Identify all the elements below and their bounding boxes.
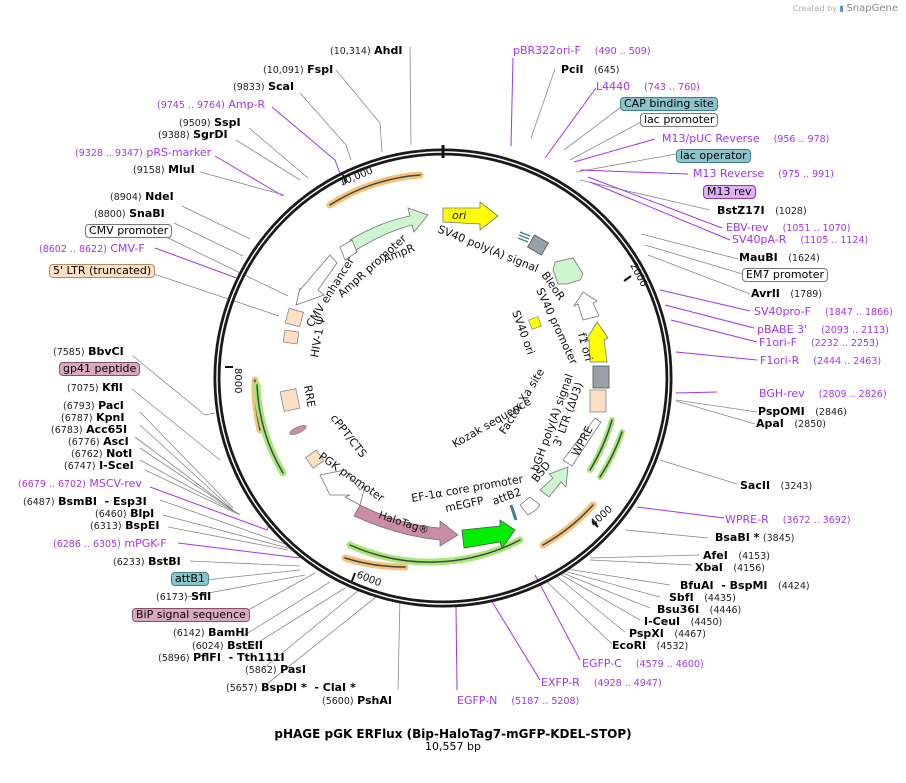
enzyme-label[interactable]: SacII (3243)	[740, 479, 813, 492]
enzyme-label[interactable]: (6024) BstEII	[192, 639, 263, 652]
enzyme-label[interactable]: (10,314) AhdI	[330, 44, 403, 57]
enzyme-label[interactable]: (6762) NotI	[71, 447, 133, 460]
primer-label[interactable]: pBR322ori-F (490 .. 509)	[513, 44, 651, 57]
plasmid-title: pHAGE pGK ERFlux (Bip-HaloTag7-mGFP-KDEL…	[274, 727, 632, 741]
enzyme-label[interactable]: (5896) PflFI - Tth111I	[158, 651, 285, 664]
enzyme-label[interactable]: (6233) BstBI	[113, 555, 181, 568]
primer-label[interactable]: (6679 .. 6702) MSCV-rev	[18, 477, 142, 490]
primer-label[interactable]: pBABE 3' (2093 .. 2113)	[757, 323, 889, 336]
primer-label[interactable]: BGH-rev (2809 .. 2826)	[759, 387, 887, 400]
enzyme-label[interactable]: PspXI (4467)	[629, 627, 706, 640]
enzyme-label[interactable]: (6487) BsmBI - Esp3I	[23, 495, 147, 508]
enzyme-label[interactable]: Bsu36I (4446)	[657, 603, 742, 616]
plasmid-length: 10,557 bp	[425, 740, 481, 753]
tick-8000: 8000	[232, 368, 243, 393]
enzyme-label[interactable]: (6747) I-SceI	[64, 459, 134, 472]
feature-cmv-promoter[interactable]: CMV promoter	[85, 224, 173, 238]
primer-label[interactable]: SV40pro-F (1847 .. 1866)	[754, 305, 893, 318]
feature-gp41-peptide[interactable]: gp41 peptide	[59, 362, 141, 376]
enzyme-label[interactable]: (8800) SnaBI	[94, 207, 165, 220]
credit-prefix: Created by	[792, 4, 837, 13]
enzyme-label[interactable]: (7585) BbvCI	[53, 345, 124, 358]
enzyme-label[interactable]: AvrII (1789)	[751, 287, 822, 300]
feature-lac-promoter[interactable]: lac promoter	[640, 113, 719, 127]
enzyme-label[interactable]: I-CeuI (4450)	[644, 615, 723, 628]
feature-lac-operator[interactable]: lac operator	[676, 149, 751, 163]
feature-cap-binding-site[interactable]: CAP binding site	[620, 97, 718, 111]
primer-label[interactable]: (9745 .. 9764) Amp-R	[157, 98, 266, 111]
primer-label[interactable]: M13 Reverse (975 .. 991)	[693, 167, 834, 180]
enzyme-label[interactable]: (9509) SspI	[179, 116, 241, 129]
enzyme-label[interactable]: (7075) KflI	[67, 381, 123, 394]
svg-text:SV40 poly(A) signal: SV40 poly(A) signal	[436, 223, 540, 275]
enzyme-label[interactable]: (9833) ScaI	[233, 80, 295, 93]
enzyme-label[interactable]: MauBI (1624)	[739, 251, 820, 264]
svg-text:cPPT/CTS: cPPT/CTS	[328, 412, 370, 460]
enzyme-label[interactable]: (6313) BspEI	[90, 519, 160, 532]
primer-label[interactable]: (9328 .. 9347) pRS-marker	[75, 146, 212, 159]
snapgene-credit: Created by ▮ SnapGene	[793, 3, 898, 14]
credit-brand: SnapGene	[846, 3, 898, 14]
primer-label[interactable]: WPRE-R (3672 .. 3692)	[725, 513, 851, 526]
feature-shapes	[279, 201, 610, 549]
primer-label[interactable]: EXFP-R (4928 .. 4947)	[541, 676, 662, 689]
enzyme-label[interactable]: BsaBI * (3845)	[715, 531, 795, 544]
primer-label[interactable]: EGFP-C (4579 .. 4600)	[582, 657, 704, 670]
enzyme-label[interactable]: (5600) PshAI	[322, 694, 392, 707]
svg-text:SV40 ori: SV40 ori	[509, 309, 537, 357]
enzyme-label[interactable]: (5862) PasI	[245, 663, 306, 676]
enzyme-label[interactable]: (6460) BlpI	[95, 507, 155, 520]
feature-em7-promoter[interactable]: EM7 promoter	[742, 268, 828, 282]
feature-5-ltr[interactable]: 5' LTR (truncated)	[49, 264, 156, 278]
primer-label[interactable]: EBV-rev (1051 .. 1070)	[726, 221, 851, 234]
enzyme-label[interactable]: PciI (645)	[561, 63, 620, 76]
enzyme-label[interactable]: (6793) PacI	[63, 399, 124, 412]
enzyme-label[interactable]: BstZ17I (1028)	[717, 204, 807, 217]
enzyme-label[interactable]: (9388) SgrDI	[158, 128, 228, 141]
feature-bip-signal-sequence[interactable]: BiP signal sequence	[132, 608, 250, 622]
feature-attb1[interactable]: attB1	[171, 572, 209, 586]
primer-label[interactable]: EGFP-N (5187 .. 5208)	[457, 694, 580, 707]
enzyme-label[interactable]: PspOMI (2846)	[758, 405, 847, 418]
enzyme-label[interactable]: AfeI (4153)	[703, 549, 770, 562]
enzyme-label[interactable]: (5657) BspDI * - ClaI *	[226, 681, 356, 694]
enzyme-label[interactable]: XbaI (4156)	[695, 561, 765, 574]
leader-lines	[131, 46, 758, 691]
svg-text:ori: ori	[452, 209, 466, 222]
enzyme-label[interactable]: (6783) Acc65I	[51, 423, 128, 436]
enzyme-label[interactable]: (8904) NdeI	[110, 190, 174, 203]
primer-label[interactable]: (8602 .. 8622) CMV-F	[39, 242, 145, 255]
enzyme-label[interactable]: EcoRI (4532)	[612, 639, 689, 652]
primer-label[interactable]: M13/pUC Reverse (956 .. 978)	[662, 132, 830, 145]
primer-label[interactable]: L4440 (743 .. 760)	[596, 80, 700, 93]
enzyme-label[interactable]: SbfI (4435)	[669, 591, 736, 604]
primer-label[interactable]: (6286 .. 6305) mPGK-F	[53, 537, 167, 550]
feature-m13-rev[interactable]: M13 rev	[703, 185, 756, 199]
primer-lines	[149, 57, 758, 691]
enzyme-label[interactable]: (6787) KpnI	[61, 411, 125, 424]
enzyme-label[interactable]: ApaI (2850)	[756, 417, 826, 430]
enzyme-label[interactable]: (10,091) FspI	[263, 63, 334, 76]
svg-text:Factor Xa site: Factor Xa site	[497, 366, 548, 437]
snapgene-logo-icon: ▮	[839, 4, 844, 13]
svg-text:RRE: RRE	[301, 384, 318, 408]
primer-label[interactable]: F1ori-R (2444 .. 2463)	[760, 354, 882, 367]
enzyme-label[interactable]: (6142) BamHI	[173, 626, 249, 639]
primer-label[interactable]: SV40pA-R (1105 .. 1124)	[732, 233, 869, 246]
primer-label[interactable]: F1ori-F (2232 .. 2253)	[759, 336, 879, 349]
enzyme-label[interactable]: (6173) SfiI	[156, 590, 212, 603]
svg-text:WPRE: WPRE	[569, 424, 596, 458]
enzyme-label[interactable]: BfuAI - BspMI (4424)	[680, 579, 810, 592]
enzyme-label[interactable]: (6776) AscI	[68, 435, 129, 448]
enzyme-label[interactable]: (9158) MluI	[133, 163, 195, 176]
